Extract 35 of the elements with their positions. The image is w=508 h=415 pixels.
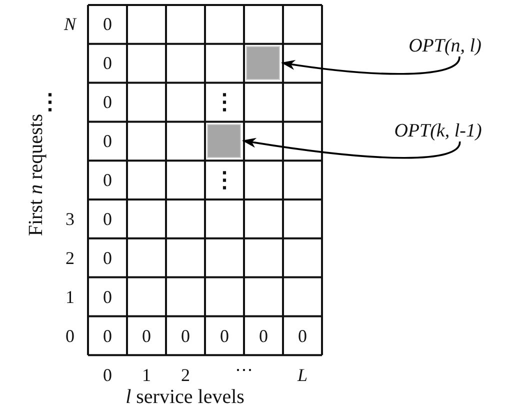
cell-value: 0 xyxy=(103,54,112,72)
ellipsis-mark: ⋮ xyxy=(214,91,236,114)
axis-tick-label: N xyxy=(64,15,76,34)
arrow xyxy=(242,138,461,159)
row-label: 2 xyxy=(66,248,74,267)
arrow xyxy=(281,56,460,75)
ellipsis-mark: ⋮ xyxy=(39,91,61,114)
callout-label: OPT(n, l) xyxy=(408,36,482,56)
cell-value: 0 xyxy=(103,15,112,34)
cell-value: 0 xyxy=(103,210,112,228)
cell-value: 0 xyxy=(103,288,112,306)
cell-value: 0 xyxy=(259,326,268,345)
ellipsis-mark: ⋯ xyxy=(235,361,253,379)
axis-tick-label: L xyxy=(298,366,308,384)
row-label: 3 xyxy=(66,210,74,228)
ellipsis-mark: ⋮ xyxy=(214,169,236,192)
row-label: 0 xyxy=(66,326,74,345)
cell-value: 0 xyxy=(181,326,190,345)
axis-title: l service levels xyxy=(126,387,244,407)
highlighted-cell xyxy=(246,46,280,80)
column-label: 1 xyxy=(142,366,151,384)
cell-value: 0 xyxy=(103,93,112,112)
cell-value: 0 xyxy=(103,326,112,345)
cell-value: 0 xyxy=(142,326,151,345)
cell-value: 0 xyxy=(103,132,112,150)
column-label: 0 xyxy=(103,366,112,384)
cell-value: 0 xyxy=(103,248,112,267)
highlighted-cell xyxy=(207,124,241,158)
cell-value: 0 xyxy=(103,171,112,190)
axis-title: First n requests xyxy=(26,114,46,236)
cell-value: 0 xyxy=(298,326,307,345)
callout-label: OPT(k, l-1) xyxy=(394,122,482,140)
cell-value: 0 xyxy=(220,326,229,345)
row-label: 1 xyxy=(66,288,74,306)
column-label: 2 xyxy=(181,366,190,384)
